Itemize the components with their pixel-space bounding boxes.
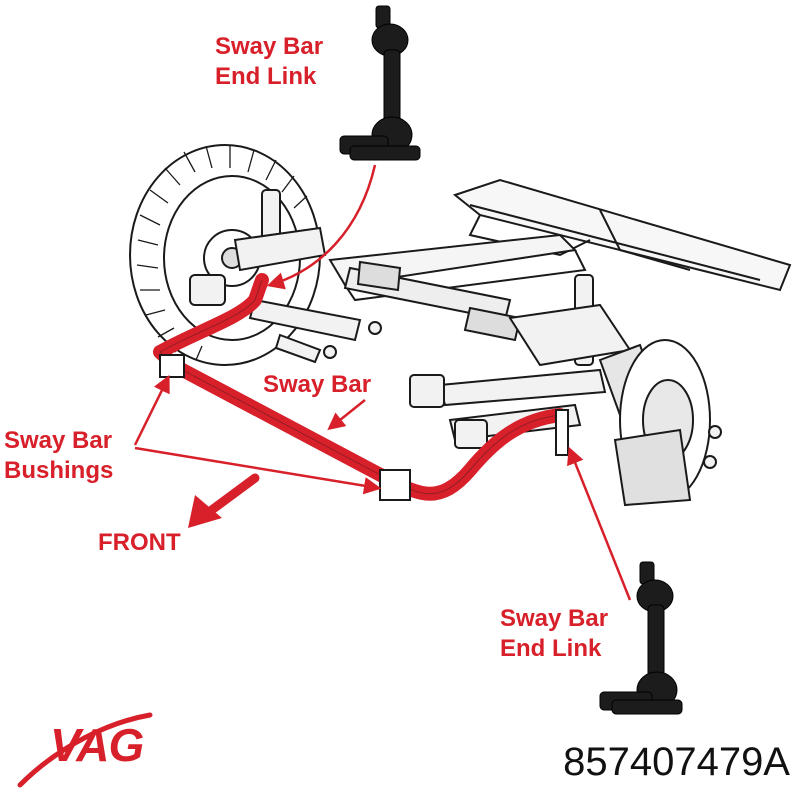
- bushing-arrow-left: [133, 374, 170, 446]
- bushings-label: Sway Bar Bushings: [4, 426, 113, 486]
- steering-rack: [343, 260, 522, 342]
- bottom-end-link-label-line2: End Link: [500, 635, 602, 662]
- bushing-arrow-right: [134, 446, 382, 495]
- brand-logo-text: VAG: [50, 719, 144, 771]
- front-label: FRONT: [98, 528, 181, 558]
- front-direction-arrow: [188, 473, 260, 528]
- top-link-arrow: [266, 164, 377, 290]
- sway-bar-end-link-part: [599, 561, 683, 715]
- top-end-link-label-line2: End Link: [215, 63, 317, 90]
- bottom-end-link-label-line1: Sway Bar: [500, 605, 609, 632]
- sway-bar-end-link-part: [339, 5, 421, 161]
- sway-bar-label: Sway Bar: [263, 370, 371, 400]
- front-label-text: FRONT: [98, 529, 181, 556]
- left-suspension: [189, 189, 382, 364]
- bushings-label-line1: Sway Bar: [4, 427, 113, 454]
- right-bushing: [379, 469, 411, 501]
- bottom-link-arrow: [567, 446, 632, 601]
- part-number: 857407479A: [563, 740, 790, 784]
- sway-bar: [153, 273, 569, 501]
- top-end-link-label: Sway Bar End Link: [215, 32, 323, 92]
- left-bushing: [159, 354, 185, 378]
- sway-bar-arrow: [327, 399, 366, 431]
- right-link-mount: [555, 409, 569, 456]
- callout-arrows: [133, 164, 632, 601]
- top-end-link-label-line1: Sway Bar: [215, 33, 324, 60]
- bottom-end-link-label: Sway Bar End Link: [500, 604, 608, 664]
- sway-bar-label-text: Sway Bar: [263, 371, 372, 398]
- vag-swoosh-logo: [17, 712, 153, 788]
- bushings-label-line2: Bushings: [4, 457, 114, 484]
